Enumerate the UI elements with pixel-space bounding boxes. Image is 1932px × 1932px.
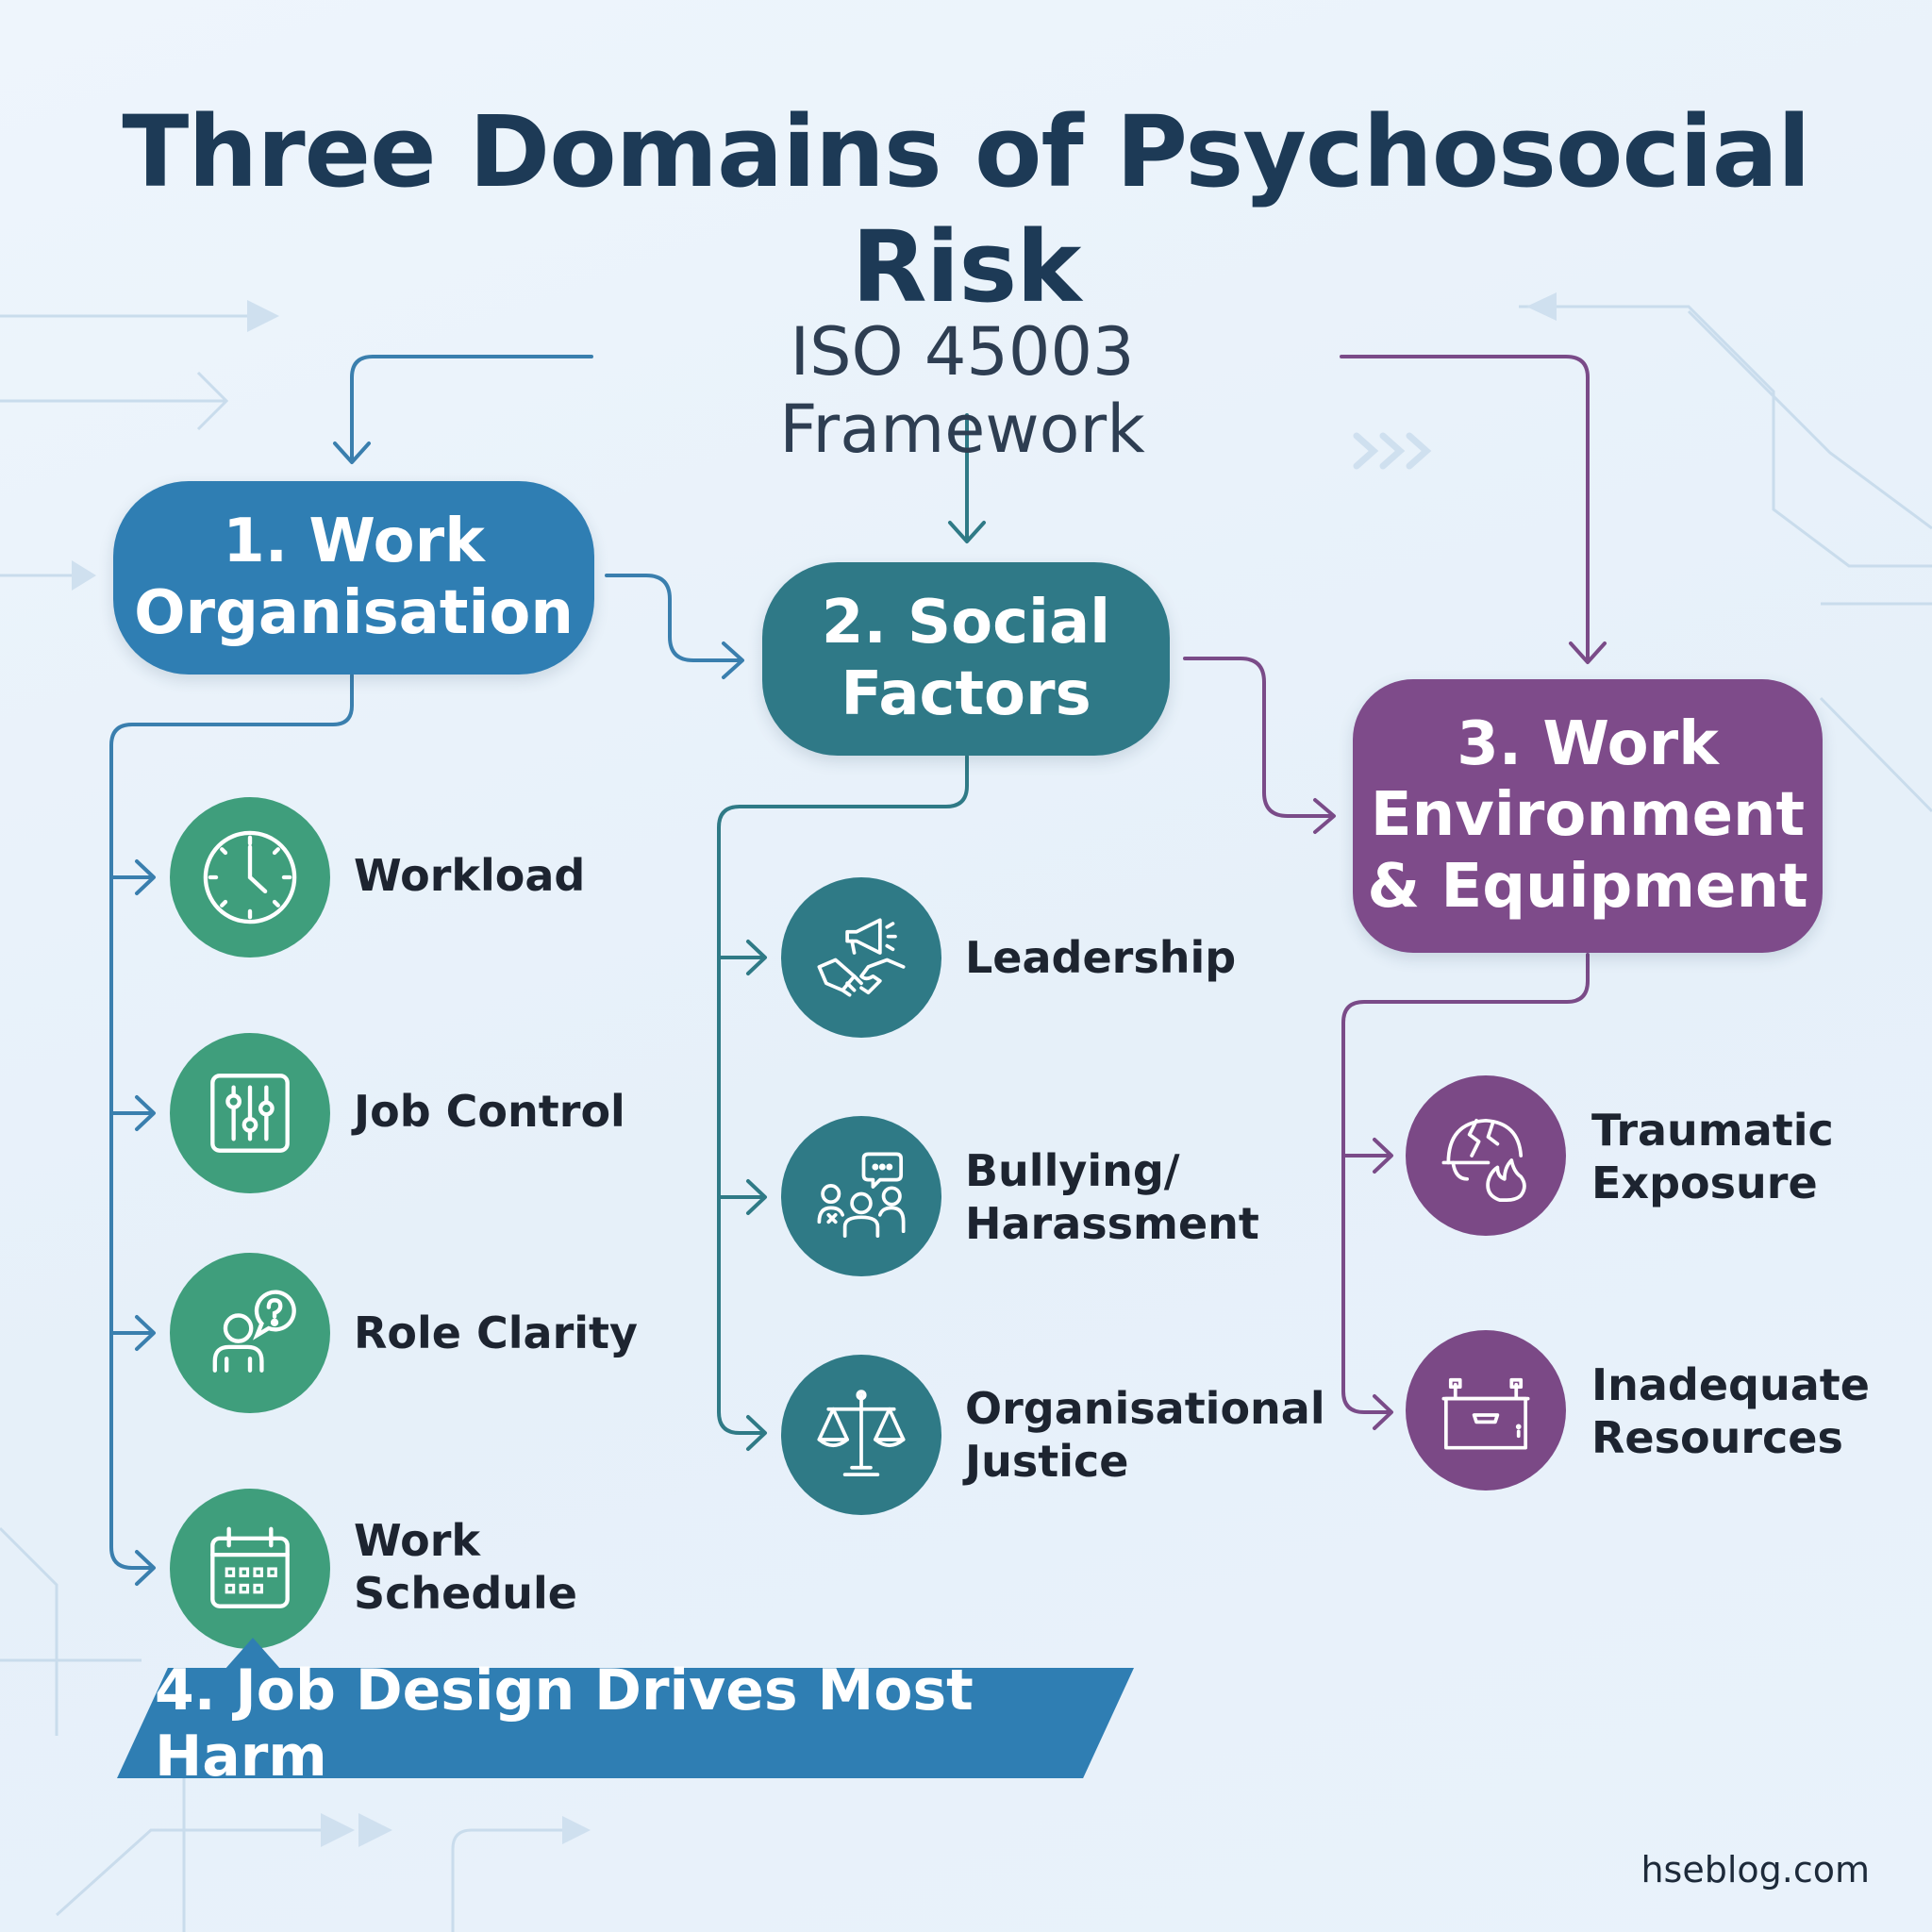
- framework-label: ISO 45003 Framework: [779, 313, 1145, 468]
- clock-icon: [170, 797, 330, 958]
- calendar-icon: [170, 1489, 330, 1649]
- item-label-inadequate-resources: Inadequate Resources: [1591, 1359, 1870, 1464]
- item-label-bullying-harassment: Bullying/ Harassment: [965, 1145, 1259, 1250]
- group-speech-icon: [781, 1116, 941, 1276]
- page-title: Three Domains of Psychosocial Risk: [122, 94, 1810, 325]
- domain-social-factors: 2. Social Factors: [762, 562, 1170, 756]
- site-credit: hseblog.com: [1641, 1849, 1870, 1890]
- megaphone-handshake-icon: [781, 877, 941, 1038]
- domain-label-line: & Equipment: [1367, 851, 1808, 922]
- item-label-role-clarity: Role Clarity: [354, 1307, 638, 1358]
- domain-label-line: Factors: [841, 658, 1091, 729]
- item-label-leadership: Leadership: [965, 932, 1237, 983]
- scales-icon: [781, 1355, 941, 1515]
- empty-toolbox-icon: [1406, 1330, 1566, 1491]
- broken-helmet-fire-icon: [1406, 1075, 1566, 1236]
- domain-label-line: 1. Work: [223, 506, 485, 576]
- item-label-workload: Workload: [354, 850, 586, 901]
- sliders-icon: [170, 1033, 330, 1193]
- item-label-job-control: Job Control: [354, 1086, 625, 1137]
- banner-background: [117, 1668, 1134, 1778]
- domain-label-line: Organisation: [134, 577, 574, 648]
- domain-work-environment: 3. Work Environment & Equipment: [1353, 679, 1823, 953]
- item-label-traumatic-exposure: Traumatic Exposure: [1591, 1105, 1834, 1209]
- item-label-organisational-justice: Organisational Justice: [965, 1383, 1325, 1488]
- domain-work-organisation: 1. Work Organisation: [113, 481, 594, 675]
- banner-pointer: [225, 1638, 281, 1670]
- domain-label-line: 3. Work: [1457, 708, 1719, 779]
- domain-label-line: 2. Social: [821, 587, 1111, 658]
- item-label-work-schedule: Work Schedule: [354, 1515, 577, 1620]
- domain-label-line: Environment: [1370, 780, 1806, 851]
- person-question-icon: [170, 1253, 330, 1413]
- banner-text: 4. Job Design Drives Most Harm: [155, 1657, 974, 1790]
